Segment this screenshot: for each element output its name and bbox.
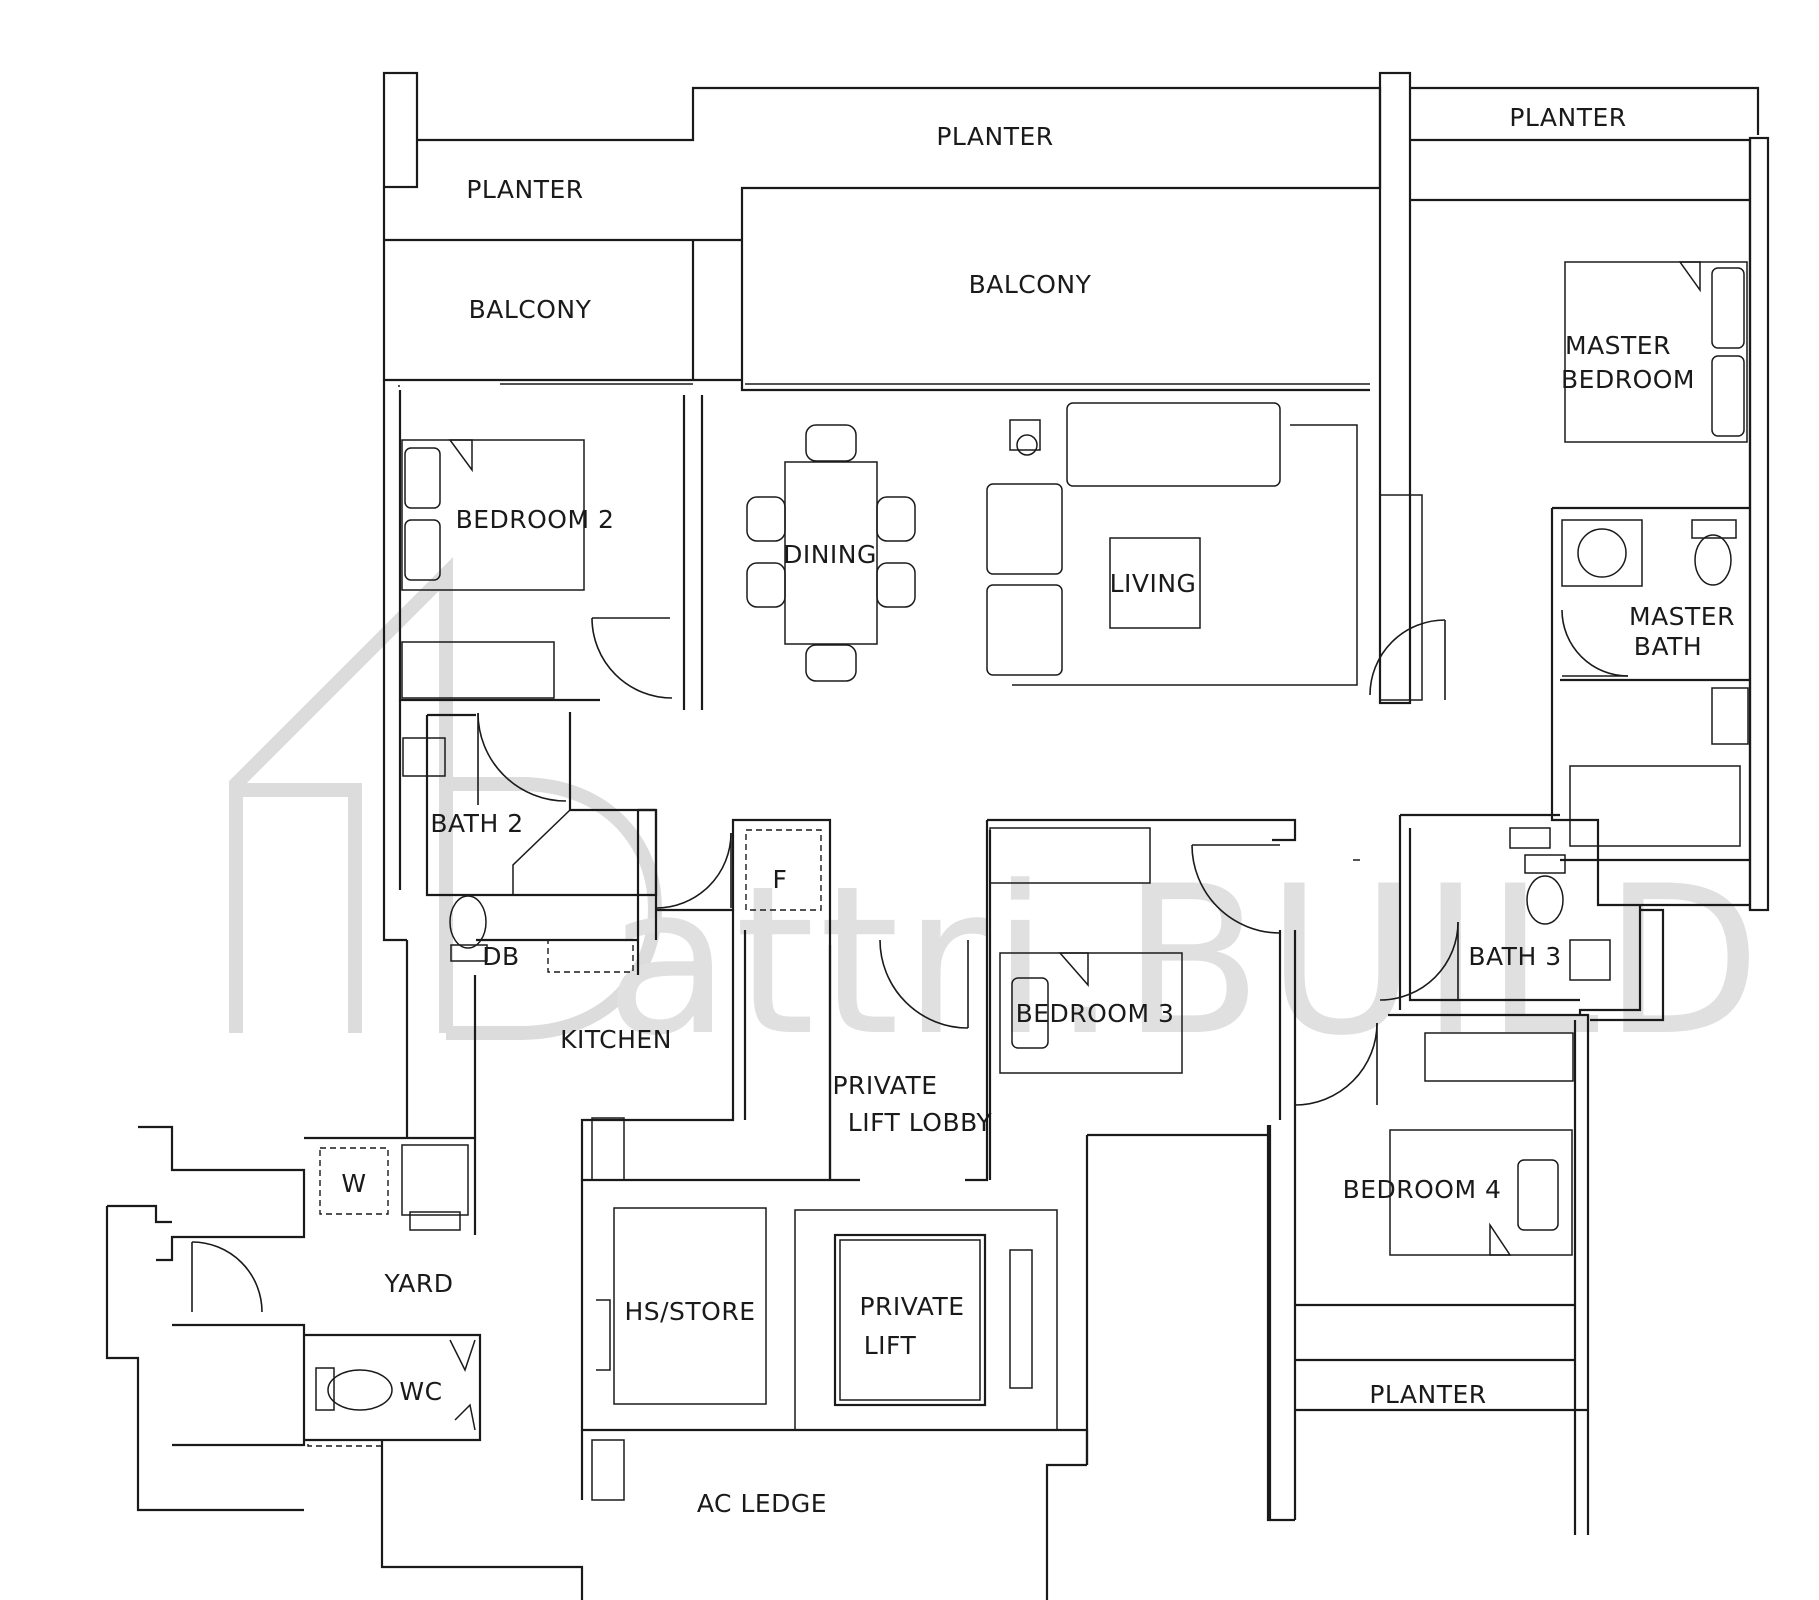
label-bedroom-3: BEDROOM 3 [1016,999,1175,1028]
private-lift-box [794,1209,1058,1431]
windows [398,383,1370,861]
master-wardrobe [1379,494,1423,701]
label-kitchen: KITCHEN [560,1025,672,1054]
label-yard: YARD [383,1269,453,1298]
walls [105,71,1770,1600]
label-bedroom-4: BEDROOM 4 [1343,1175,1502,1204]
label-dining: DINING [783,540,877,569]
living-sofa [986,402,1358,686]
watermark-text: attri.BUILD [605,843,1765,1081]
label-private-lift-lobby-line2: LIFT LOBBY [848,1108,993,1137]
label-ac-ledge: AC LEDGE [697,1489,827,1518]
label-db: DB [482,942,519,971]
kitchen-fixtures [319,1117,625,1231]
label-bedroom-2: BEDROOM 2 [456,505,615,534]
label-living: LIVING [1110,569,1197,598]
hs-store-box [596,1207,767,1405]
bedroom-2-wardrobe [401,641,555,699]
label-planter-top-right: PLANTER [1509,103,1626,132]
label-private-lift-line1: PRIVATE [859,1292,964,1321]
bath-2-fixtures [402,737,634,973]
label-fridge: F [773,865,788,894]
label-planter-top-center: PLANTER [936,122,1053,151]
label-balcony-left: BALCONY [469,295,592,324]
label-washer: W [341,1169,366,1198]
label-bath-3: BATH 3 [1468,942,1561,971]
label-hs-store: HS/STORE [624,1297,755,1326]
label-planter-top-left: PLANTER [466,175,583,204]
bedroom-3-bed [999,952,1183,1074]
bedroom-3-wardrobe [989,827,1151,884]
fridge-box [745,829,822,911]
bath-3-fixtures [1509,827,1611,981]
label-balcony-center: BALCONY [969,270,1092,299]
bedroom-4-wardrobe [1424,1032,1574,1082]
label-master-bath-line1: MASTER [1629,602,1735,631]
wc-fixtures [307,1339,476,1447]
label-master-bedroom-line2: BEDROOM [1561,365,1695,394]
label-private-lift-line2: LIFT [864,1331,917,1360]
label-planter-bottom: PLANTER [1369,1380,1486,1409]
doors [191,609,1629,1313]
label-master-bath-line2: BATH [1634,632,1702,661]
label-master-bedroom-line1: MASTER [1565,331,1671,360]
ac-ledge-unit [591,1439,625,1501]
master-bed [1564,261,1748,443]
watermark-logo [229,557,662,1040]
master-bath-fixtures [1561,519,1749,847]
bedroom-4-bed [1389,1129,1573,1256]
label-bath-2: BATH 2 [430,809,523,838]
label-wc: WC [399,1377,442,1406]
label-private-lift-lobby-line1: PRIVATE [832,1071,937,1100]
dining-table [746,424,916,682]
bedroom-2-bed [401,439,585,591]
